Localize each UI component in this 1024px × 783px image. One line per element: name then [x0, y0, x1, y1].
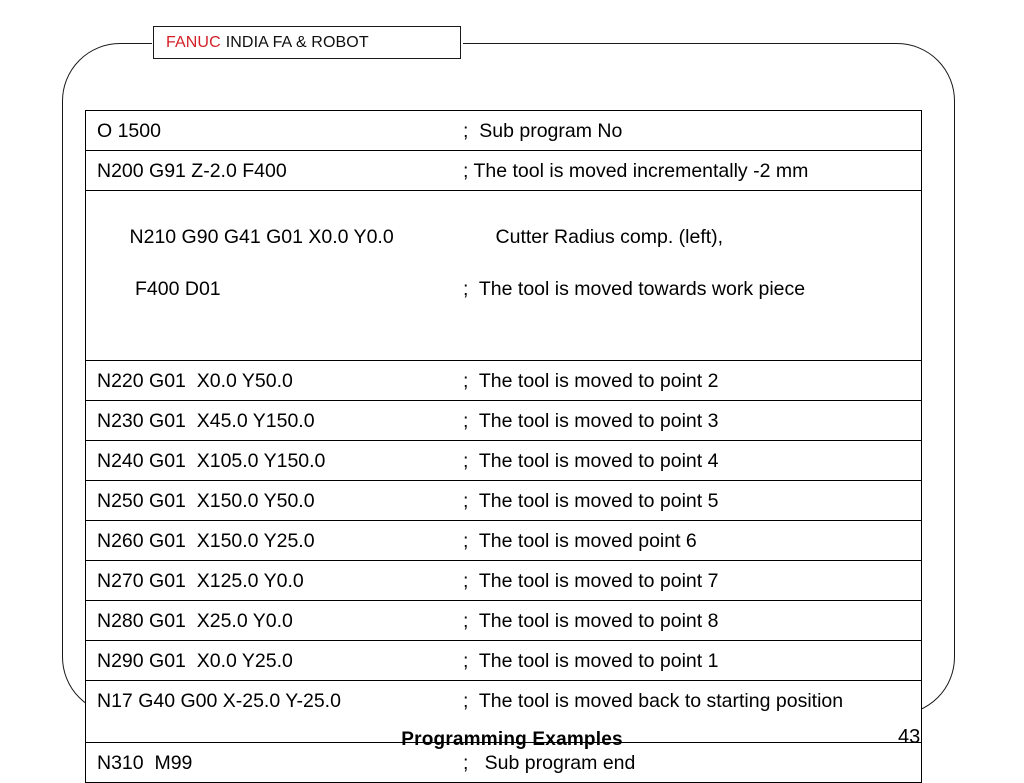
- comment-cell: ; Sub program No: [463, 120, 623, 142]
- comment-cell: ; The tool is moved to point 5: [463, 490, 719, 512]
- table-row: N240 G01 X105.0 Y150.0 ; The tool is mov…: [86, 441, 921, 481]
- table-row: N270 G01 X125.0 Y0.0 ; The tool is moved…: [86, 561, 921, 601]
- code-cell: N220 G01 X0.0 Y50.0: [97, 370, 293, 392]
- code-cell: N210 G90 G41 G01 X0.0 Y0.0 F400 D01: [86, 191, 463, 360]
- table-row: N220 G01 X0.0 Y50.0 ; The tool is moved …: [86, 361, 921, 401]
- table-row: N290 G01 X0.0 Y25.0 ; The tool is moved …: [86, 641, 921, 681]
- comment-cell: ; The tool is moved point 6: [463, 530, 697, 552]
- code-cell-line1: N210 G90 G41 G01 X0.0 Y0.0: [129, 226, 394, 248]
- table-row: N17 G40 G00 X-25.0 Y-25.0 ; The tool is …: [86, 681, 921, 743]
- code-cell: N270 G01 X125.0 Y0.0: [97, 570, 304, 592]
- code-cell-line2: F400 D01: [135, 278, 221, 300]
- code-cell: N250 G01 X150.0 Y50.0: [97, 490, 315, 512]
- comment-cell: ; The tool is moved to point 4: [463, 450, 719, 472]
- comment-cell: ; The tool is moved to point 3: [463, 410, 719, 432]
- code-cell: N17 G40 G00 X-25.0 Y-25.0: [97, 690, 341, 712]
- comment-cell: ; The tool is moved to point 1: [463, 650, 719, 672]
- code-cell: N260 G01 X150.0 Y25.0: [97, 530, 315, 552]
- code-cell: N230 G01 X45.0 Y150.0: [97, 410, 315, 432]
- code-cell: N200 G91 Z-2.0 F400: [97, 160, 287, 182]
- comment-cell-line1: Cutter Radius comp. (left),: [495, 226, 724, 248]
- footer-title: Programming Examples: [401, 729, 623, 750]
- table-row: N230 G01 X45.0 Y150.0 ; The tool is move…: [86, 401, 921, 441]
- brand-subtitle: INDIA FA & ROBOT: [225, 33, 369, 51]
- code-cell: O 1500: [97, 120, 161, 142]
- table-row: N280 G01 X25.0 Y0.0 ; The tool is moved …: [86, 601, 921, 641]
- table-row: N250 G01 X150.0 Y50.0 ; The tool is move…: [86, 481, 921, 521]
- program-code-table: O 1500 ; Sub program No N200 G91 Z-2.0 F…: [85, 110, 922, 783]
- code-cell: N290 G01 X0.0 Y25.0: [97, 650, 293, 672]
- comment-cell: ; The tool is moved to point 2: [463, 370, 719, 392]
- comment-cell: ; The tool is moved to point 8: [463, 610, 719, 632]
- brand-name-fanuc: FANUC: [166, 33, 221, 51]
- page-number: 43: [898, 726, 921, 748]
- code-cell: N280 G01 X25.0 Y0.0: [97, 610, 293, 632]
- table-row: N200 G91 Z-2.0 F400 ; The tool is moved …: [86, 151, 921, 191]
- comment-cell: Cutter Radius comp. (left), ; The tool i…: [463, 191, 921, 360]
- table-row: N260 G01 X150.0 Y25.0 ; The tool is move…: [86, 521, 921, 561]
- comment-cell: ; The tool is moved to point 7: [463, 570, 719, 592]
- header-brand-chip: FANUC INDIA FA & ROBOT: [153, 26, 461, 59]
- table-row: N210 G90 G41 G01 X0.0 Y0.0 F400 D01 Cutt…: [86, 191, 921, 361]
- comment-cell: ; The tool is moved incrementally -2 mm: [463, 160, 809, 182]
- table-row: O 1500 ; Sub program No: [86, 111, 921, 151]
- comment-cell-line2: ; The tool is moved towards work piece: [463, 278, 806, 300]
- comment-cell: ; The tool is moved back to starting pos…: [463, 690, 844, 712]
- code-cell: N240 G01 X105.0 Y150.0: [97, 450, 326, 472]
